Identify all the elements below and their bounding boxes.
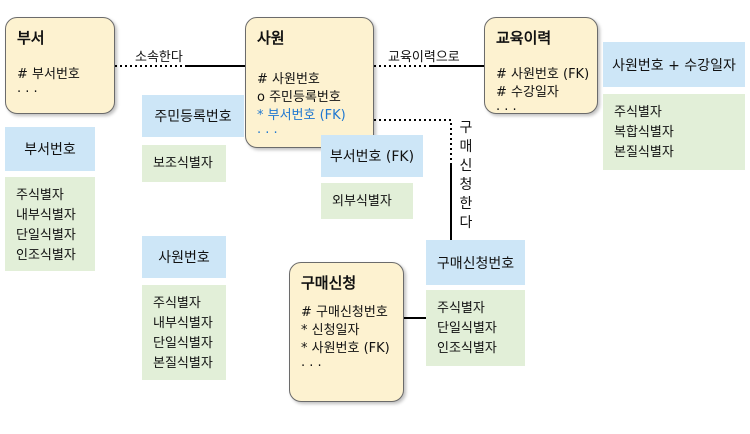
emp-attributes: # 사원번호 o 주민등록번호 * 부서번호 (FK) · · · [257,71,346,143]
dept-attr: # 부서번호 [17,67,80,82]
purchase-identifier-label: 구매신청번호 [426,240,525,285]
identifier-type: 내부식별자 [153,316,213,331]
relationship-label-char: 매 [459,139,473,155]
edu-attr: # 수강일자 [496,85,559,100]
identifier-type: 주식별자 [437,301,485,316]
identifier-type: 복합식별자 [614,125,674,140]
identifier-type: 인조식별자 [437,341,497,356]
relationship-label-char: 한 [459,196,473,212]
dept-attr: · · · [17,85,38,100]
emp-dept-fk-identifier-types: 외부식별자 [321,183,413,219]
edu-entity: 교육이력 # 사원번호 (FK) # 수강일자 · · · [484,17,598,118]
dept-identifier-label: 부서번호 [5,127,95,171]
identifier-type: 본질식별자 [614,145,674,160]
emp-attr: # 사원번호 [257,72,320,87]
relationship-label-char: 다 [459,215,473,231]
emp-entity-name: 사원 [257,29,285,47]
identifier-type: 본질식별자 [153,356,213,371]
emp-attr: o 주민등록번호 [257,90,341,105]
purchase-attributes: # 구매신청번호 * 신청일자 * 사원번호 (FK) · · · [301,304,390,376]
emp-entity: 사원 # 사원번호 o 주민등록번호 * 부서번호 (FK) · · · [245,17,374,148]
identifier-type: 주식별자 [16,188,64,203]
purchase-attr: * 사원번호 (FK) [301,341,390,356]
identifier-type: 주식별자 [153,296,201,311]
edu-entity-name: 교육이력 [496,29,552,47]
dept-entity-name: 부서 [17,29,45,47]
resident-identifier-types: 보조식별자 [142,145,226,182]
dept-entity: 부서 # 부서번호 · · · [5,17,115,114]
emp-identifier-label: 사원번호 [142,236,226,278]
identifier-type: 단일식별자 [16,228,76,243]
relationship-label-char: 신 [459,158,473,174]
purchase-entity: 구매신청 # 구매신청번호 * 신청일자 * 사원번호 (FK) · · · [289,262,404,402]
edu-identifier-label: 사원번호 + 수강일자 [603,42,745,87]
relationship-label-belongs: 소속한다 [135,50,183,65]
dept-identifier-types: 주식별자 내부식별자 단일식별자 인조식별자 [5,177,95,271]
identifier-type: 외부식별자 [332,194,392,209]
identifier-type: 주식별자 [614,105,662,120]
emp-identifier-types: 주식별자 내부식별자 단일식별자 본질식별자 [142,285,226,380]
relationship-label-purchase-request: 구 매 신 청 한 다 [458,119,474,233]
identifier-type: 보조식별자 [153,156,213,171]
purchase-attr: · · · [301,359,322,374]
edu-attr: · · · [496,103,517,118]
dept-attributes: # 부서번호 · · · [17,66,80,102]
edu-attr: # 사원번호 (FK) [496,67,590,82]
emp-attr-fk: * 부서번호 (FK) [257,108,346,123]
relationship-label-char: 청 [459,177,473,193]
emp-dept-fk-identifier-label: 부서번호 (FK) [321,135,423,177]
relationship-label-char: 구 [459,120,473,136]
purchase-identifier-types: 주식별자 단일식별자 인조식별자 [426,290,525,366]
identifier-type: 단일식별자 [437,321,497,336]
resident-identifier-label: 주민등록번호 [142,95,244,137]
purchase-entity-name: 구매신청 [301,274,357,292]
purchase-attr: * 신청일자 [301,323,360,338]
emp-attr: · · · [257,126,278,141]
purchase-attr: # 구매신청번호 [301,305,388,320]
relationship-label-edu-history: 교육이력으로 [388,50,460,65]
edu-identifier-types: 주식별자 복합식별자 본질식별자 [603,94,745,170]
identifier-type: 단일식별자 [153,336,213,351]
identifier-type: 인조식별자 [16,248,76,263]
emp-purchase-line-dotted [374,119,452,165]
edu-attributes: # 사원번호 (FK) # 수강일자 · · · [496,66,589,120]
identifier-type: 내부식별자 [16,208,76,223]
